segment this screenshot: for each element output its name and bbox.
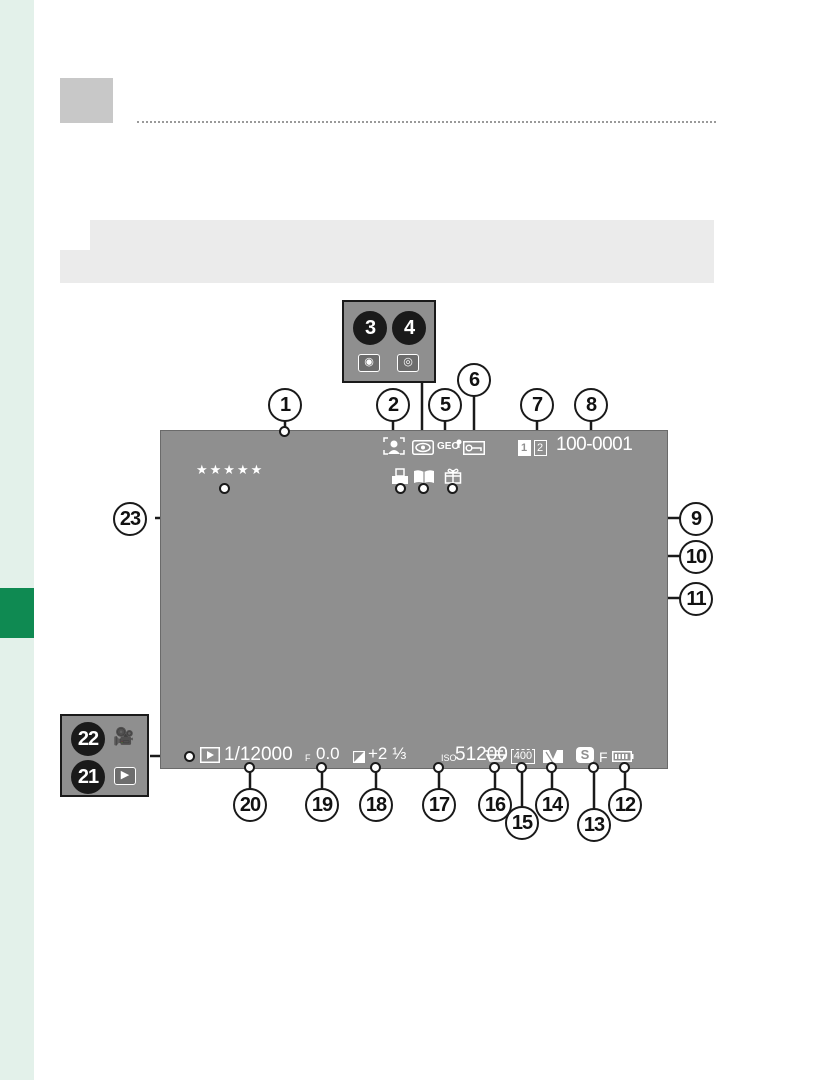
note-panel [60,220,714,283]
callout-18-dot [370,762,381,773]
callout-23-dot [219,483,230,494]
callout-2: 2 [376,388,410,422]
print-order-icon [392,468,408,484]
red-eye-status-icon [412,440,434,455]
dynamic-range-icon [485,750,507,762]
photobook-icon [414,470,434,483]
callout-14: 14 [535,788,569,822]
callout-19-dot [316,762,327,773]
callout-1-dot [279,426,290,437]
dynamic-range-value: 400 [513,750,533,762]
inset-playback-mode: 22 21 🎥 ▶ [60,714,149,797]
callout-21: 21 [71,760,105,794]
callout-11: 11 [679,582,713,616]
callout-20: 20 [233,788,267,822]
memory-slot-2-number: 2 [536,442,544,454]
advanced-filter-icon: ◎ [397,354,419,372]
callout-4: 4 [392,311,426,345]
gift-image-icon [444,468,462,484]
memory-slot-1-icon: 1 [518,440,531,456]
playback-mode-indicator-dot [184,751,195,762]
section-heading-box [60,78,113,123]
callout-18: 18 [359,788,393,822]
callout-19: 19 [305,788,339,822]
callout-9: 9 [679,502,713,536]
memory-slot-2-icon: 2 [534,440,547,456]
callout-22: 22 [71,722,105,756]
callout-23: 23 [113,502,147,536]
callout-17-dot [433,762,444,773]
aperture-prefix: F [305,753,311,763]
iso-prefix: ISO [441,753,457,763]
callout-10-dot [418,483,429,494]
note-marker [60,220,90,250]
callout-11-dot [395,483,406,494]
callout-17: 17 [422,788,456,822]
callout-15: 15 [505,806,539,840]
inset-red-eye-and-filter: 3 4 ◉ ◎ [342,300,436,383]
battery-icon [612,751,634,762]
callout-13: 13 [577,808,611,842]
chapter-side-strip [0,0,34,1080]
aperture-value: 0.0 [316,744,340,763]
exposure-compensation-icon [353,751,365,763]
callout-1: 1 [268,388,302,422]
film-simulation-letter: S [580,747,590,762]
image-quality-letter: F [599,749,608,765]
exposure-compensation: +2 ⅓ [368,744,407,763]
red-eye-removal-icon: ◉ [358,354,380,372]
callout-7: 7 [520,388,554,422]
callout-10: 10 [679,540,713,574]
callout-15-dot [516,762,527,773]
callout-9-dot [447,483,458,494]
callout-20-dot [244,762,255,773]
callout-13-dot [588,762,599,773]
callout-12-dot [619,762,630,773]
movie-icon: 🎥 [113,727,135,746]
still-playback-icon: ▶ [114,767,136,785]
face-detection-icon [383,437,405,455]
location-pin-icon [456,439,462,448]
playback-screen [160,430,668,769]
protect-key-icon [463,441,485,455]
geo-tag-label: GEO [437,441,460,452]
callout-8: 8 [574,388,608,422]
callout-3: 3 [353,311,387,345]
callout-5: 5 [428,388,462,422]
shutter-speed: 1/12000 [224,744,293,765]
chapter-tab-marker [0,588,34,638]
memory-slot-1-number: 1 [520,442,528,454]
file-number: 100-0001 [556,434,633,455]
rating-stars: ★★★★★ [196,462,265,477]
callout-14-dot [546,762,557,773]
film-simulation-standard-icon: S [576,747,594,763]
callout-16-dot [489,762,500,773]
film-simulation-icon [543,750,563,764]
callout-16: 16 [478,788,512,822]
iso-sensitivity: 51200 [455,744,508,765]
heading-dotted-rule [137,121,716,123]
callout-6: 6 [457,363,491,397]
playback-mode-icon [200,747,220,763]
callout-12: 12 [608,788,642,822]
